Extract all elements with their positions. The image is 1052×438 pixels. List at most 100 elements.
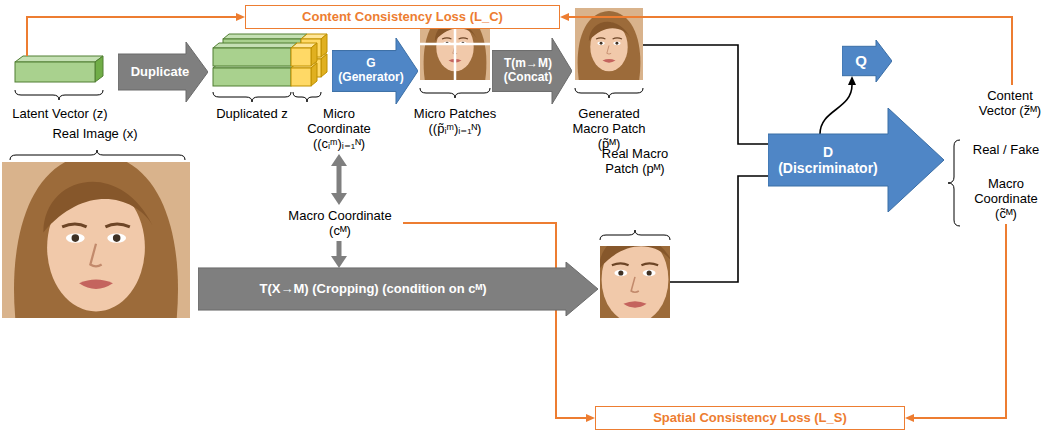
brace (213, 92, 291, 102)
node-label: Micro Coordinate ((cᵢᵐ)ᵢ₌₁ᴺ) (294, 106, 384, 151)
brace (15, 90, 103, 100)
macro-coordinate-output: Macro Coordinate (c̃ᴹ) (964, 176, 1048, 221)
latent-vector: Latent Vector (z) (12, 56, 108, 121)
connector (670, 176, 768, 282)
node-label: Duplicate (131, 65, 190, 80)
node-label: Q (855, 52, 867, 69)
connector (27, 17, 236, 56)
block-arrow-fill (332, 38, 418, 104)
brace (420, 88, 490, 98)
latent-vector-block (95, 56, 103, 82)
generator-arrow: G (Generator) (332, 38, 418, 104)
connectors (27, 17, 1012, 418)
text-holder: Duplicated zMicro Coordinate ((cᵢᵐ)ᵢ₌₁ᴺ) (210, 106, 384, 151)
text-holder: G (Generator) (336, 51, 406, 92)
connector (337, 241, 342, 256)
node-label: G (Generator) (336, 57, 406, 85)
face-images (2, 8, 699, 339)
node-label: Generated Macro Patch (p̃ᴹ) (568, 106, 650, 151)
latent-vector-block (15, 56, 103, 62)
text-holder: Duplicate (120, 54, 200, 90)
connector (820, 85, 852, 134)
discriminator-arrow: D (Discriminator) (768, 108, 944, 212)
real-image: Real Image (x) (0, 126, 190, 318)
node-label: T(X→M) (Cropping) (condition on cᴹ) (260, 282, 487, 297)
text-holder: Real Image (x) (0, 126, 190, 141)
block-arrow-fill (198, 262, 598, 316)
text-holder: Generated Macro Patch (p̃ᴹ) (568, 106, 650, 151)
brace (948, 140, 960, 226)
node-label: Content Consistency Loss (L_C) (302, 10, 503, 25)
connector (569, 17, 1012, 85)
face-images (573, 8, 645, 80)
connector (643, 45, 768, 144)
block-arrow-fill (842, 40, 892, 82)
duplicated-stack (213, 34, 327, 86)
stack-bar (213, 43, 317, 66)
node-label: Duplicated z (210, 106, 294, 121)
stack-bar (321, 34, 327, 57)
stack-bar (223, 34, 307, 39)
text-holder: Real / Fake (964, 142, 1048, 157)
text-holder: Content Consistency Loss (L_C) (302, 10, 503, 25)
stack-bar (311, 63, 317, 86)
cropping-arrow: T(X→M) (Cropping) (condition on cᴹ) (198, 262, 598, 316)
brace (293, 92, 321, 102)
node-label: Micro Patches ((p̃ᵢᵐ)ᵢ₌₁ᴺ) (408, 106, 502, 136)
node-label: Real / Fake (964, 142, 1048, 157)
real-fake-output: Real / Fake (964, 142, 1048, 157)
node-label: Real Image (x) (0, 126, 190, 141)
macro-coordinate: Macro Coordinate (cᴹ) (280, 208, 400, 238)
content-vector: Content Vector (z̃ᴹ) (974, 88, 1046, 118)
text-holder: T(m→M) (Concat) (495, 51, 561, 92)
text-holder: Content Vector (z̃ᴹ) (974, 88, 1046, 118)
text-holder: Latent Vector (z) (12, 106, 108, 121)
node-label: Latent Vector (z) (12, 106, 108, 121)
face-images (571, 210, 700, 339)
generated-macro-patch: Generated Macro Patch (p̃ᴹ) (568, 8, 650, 151)
text-holder: Q (844, 46, 878, 75)
text-holder: Macro Coordinate (c̃ᴹ) (964, 176, 1048, 221)
brace (10, 88, 960, 240)
face-images (2, 146, 190, 334)
block-arrow-shape (842, 40, 892, 82)
micro-patches: Micro Patches ((p̃ᵢᵐ)ᵢ₌₁ᴺ) (408, 8, 502, 136)
block-arrow-fill (492, 38, 572, 104)
node-label: T(m→M) (Concat) (495, 57, 561, 85)
real-macro-patch: Real Macro Patch (pᴹ) (596, 146, 674, 318)
stack-bar (213, 48, 291, 66)
node-label: Real Macro Patch (pᴹ) (596, 146, 674, 176)
stack-bar (311, 43, 317, 66)
connector (914, 224, 1006, 418)
connector (403, 223, 586, 418)
text-holder: Micro Patches ((p̃ᵢᵐ)ᵢ₌₁ᴺ) (408, 106, 502, 136)
node-label: Macro Coordinate (cᴹ) (280, 208, 400, 238)
node-label: Content Vector (z̃ᴹ) (974, 88, 1046, 118)
text-holder: Spatial Consistency Loss (L_S) (653, 411, 847, 426)
loss-box: Spatial Consistency Loss (L_S) (595, 406, 905, 430)
duplicate-arrow: Duplicate (118, 42, 208, 102)
text-holder: Real Macro Patch (pᴹ) (596, 146, 674, 176)
brace (10, 150, 185, 160)
latent-vector-block (15, 56, 103, 82)
stack-bar (321, 54, 327, 77)
stack-bar (213, 43, 297, 48)
stack-bar (291, 68, 311, 86)
text-holder: D (Discriminator) (774, 134, 882, 186)
concat-arrow: T(m→M) (Concat) (492, 38, 572, 104)
stack-bar (213, 68, 291, 86)
brace (575, 88, 643, 98)
face-images (420, 43, 490, 46)
node-label: Spatial Consistency Loss (L_S) (653, 411, 847, 426)
latent-vector-block (15, 62, 95, 82)
node-label: Macro Coordinate (c̃ᴹ) (964, 176, 1048, 221)
q-arrow: Q (842, 40, 892, 82)
connector (337, 166, 342, 193)
brace (600, 230, 670, 240)
node-label: D (Discriminator) (774, 144, 882, 176)
text-holder: T(X→M) (Cropping) (condition on cᴹ) (208, 268, 538, 310)
loss-box: Content Consistency Loss (L_C) (245, 5, 560, 29)
block-arrow-fill (768, 108, 944, 212)
